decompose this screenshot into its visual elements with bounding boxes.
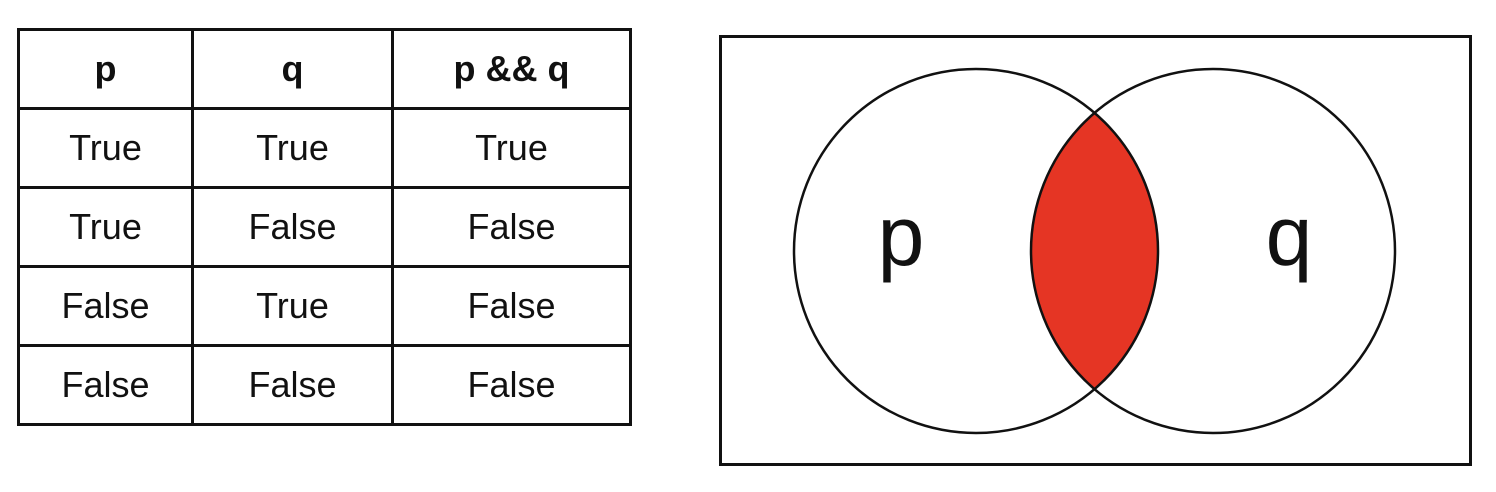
cell-p-and-q: False	[391, 265, 632, 347]
table-row: True True True	[17, 107, 632, 189]
cell-p-and-q: True	[391, 107, 632, 189]
venn-circle-q	[1029, 67, 1397, 435]
venn-label-p: p	[878, 189, 925, 283]
venn-circle-p	[792, 67, 1160, 435]
venn-label-q: q	[1266, 189, 1313, 283]
header-q: q	[191, 28, 394, 110]
cell-p: True	[17, 186, 194, 268]
cell-q: False	[191, 186, 394, 268]
header-p: p	[17, 28, 194, 110]
cell-p: False	[17, 265, 194, 347]
venn-intersection	[1031, 69, 1158, 433]
cell-q: False	[191, 344, 394, 426]
cell-p: True	[17, 107, 194, 189]
cell-q: True	[191, 265, 394, 347]
venn-diagram: p q	[719, 35, 1472, 466]
header-p-and-q: p && q	[391, 28, 632, 110]
table-header-row: p q p && q	[17, 28, 632, 110]
table-row: False False False	[17, 344, 632, 426]
table-row: False True False	[17, 265, 632, 347]
cell-p-and-q: False	[391, 344, 632, 426]
cell-q: True	[191, 107, 394, 189]
cell-p-and-q: False	[391, 186, 632, 268]
truth-table: p q p && q True True True True False Fal…	[17, 28, 632, 426]
cell-p: False	[17, 344, 194, 426]
table-row: True False False	[17, 186, 632, 268]
